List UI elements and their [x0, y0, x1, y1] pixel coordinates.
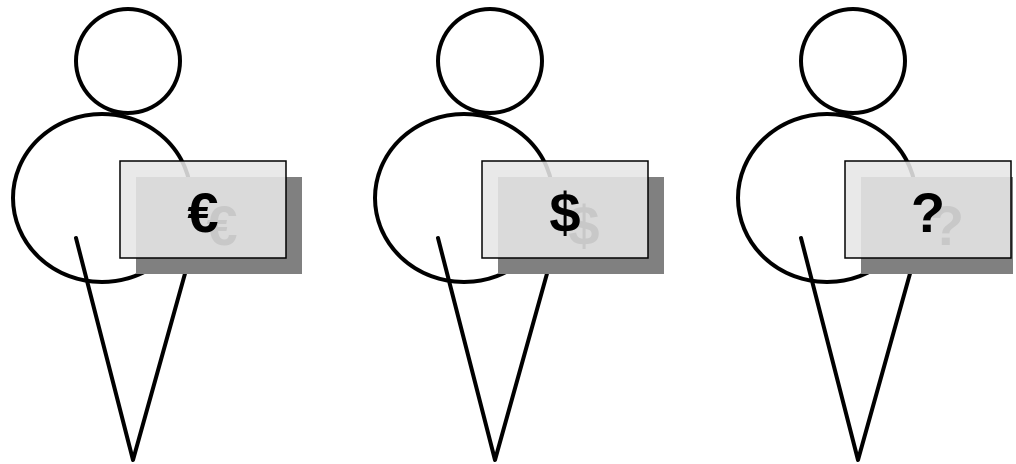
person-legs	[74, 236, 188, 462]
person-figure-unknown: ? ?	[736, 7, 1013, 462]
euro-symbol: €	[187, 181, 218, 244]
card-face	[119, 160, 287, 259]
person-head	[799, 7, 907, 115]
card-symbol-shadow: €	[206, 194, 237, 257]
card-face	[844, 160, 1012, 259]
person-figure-dollar: $ $	[373, 7, 664, 462]
currency-card-dollar: $ $	[481, 160, 664, 274]
person-legs	[436, 236, 550, 462]
person-figure-euro: € €	[11, 7, 302, 462]
card-symbol-shadow: $	[568, 194, 599, 257]
person-head	[74, 7, 182, 115]
dollar-symbol: $	[549, 181, 580, 244]
question-mark-symbol: ?	[911, 181, 945, 244]
currency-card-unknown: ? ?	[844, 160, 1013, 274]
person-legs	[799, 236, 913, 462]
card-symbol-shadow: ?	[930, 194, 964, 257]
currency-card-euro: € €	[119, 160, 302, 274]
person-head	[436, 7, 544, 115]
card-face	[481, 160, 649, 259]
